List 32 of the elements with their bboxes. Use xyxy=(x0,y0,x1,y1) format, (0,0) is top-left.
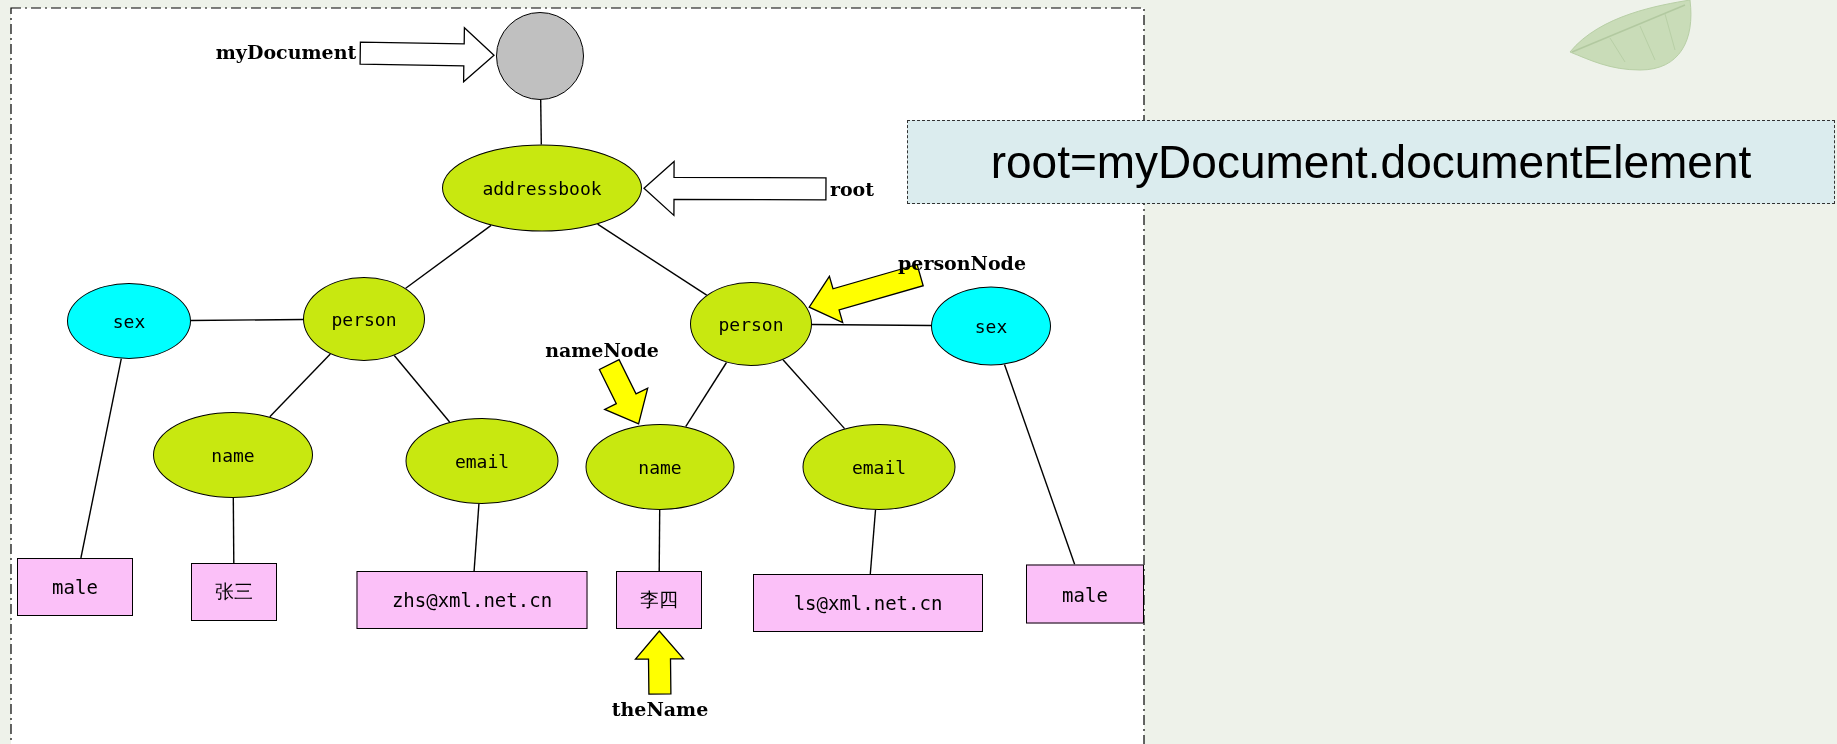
connector-line xyxy=(658,509,661,572)
block-arrow xyxy=(359,26,495,84)
text-node: 李四 xyxy=(616,571,702,629)
callout-box: root=myDocument.documentElement xyxy=(907,120,1835,204)
connector-line xyxy=(869,509,877,575)
connector-line xyxy=(685,361,728,428)
text-node: male xyxy=(1026,564,1144,624)
connector-line xyxy=(782,359,846,430)
pointer-label: personNode xyxy=(898,252,1026,274)
connector-line xyxy=(190,318,304,322)
connector-line xyxy=(1003,363,1076,566)
pointer-label: nameNode xyxy=(545,339,659,361)
block-arrow xyxy=(598,358,649,425)
block-arrow xyxy=(643,159,827,217)
pointer-label: myDocument xyxy=(215,41,357,63)
pointer-label: theName xyxy=(611,698,709,720)
pointer-label: root xyxy=(829,178,875,200)
text-node: ls@xml.net.cn xyxy=(753,574,983,632)
connector-line xyxy=(473,503,480,572)
connector-line xyxy=(269,353,331,418)
connector-line xyxy=(811,323,932,327)
connector-line xyxy=(405,224,492,289)
connector-line xyxy=(540,99,542,146)
block-arrow xyxy=(634,630,685,695)
block-arrow xyxy=(808,263,924,324)
text-node: male xyxy=(17,558,133,616)
connector-line xyxy=(596,223,708,296)
text-node: 张三 xyxy=(191,563,277,621)
connector-line xyxy=(232,497,235,564)
connector-line xyxy=(393,354,451,423)
text-node: zhs@xml.net.cn xyxy=(356,571,588,629)
connector-line xyxy=(80,358,122,559)
